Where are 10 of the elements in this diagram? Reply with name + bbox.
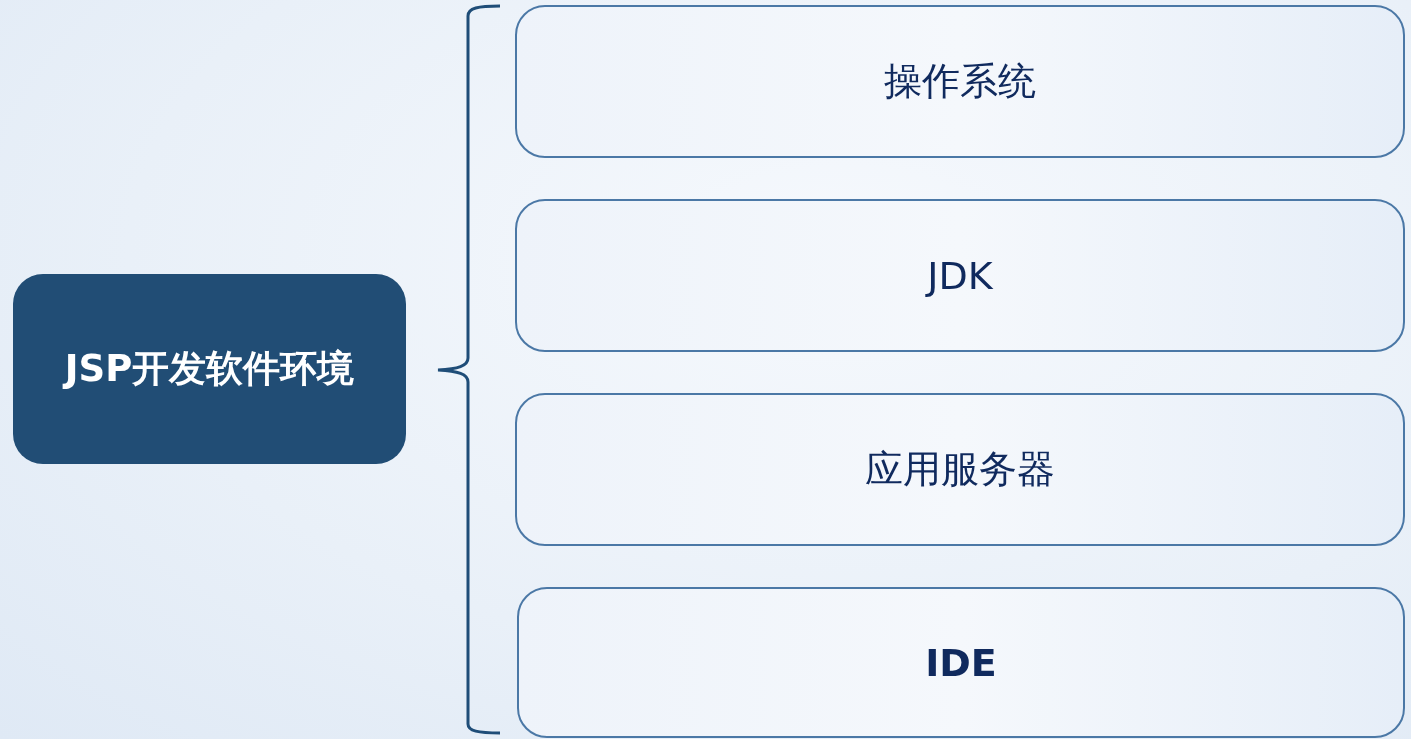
label-text: JDK (927, 253, 993, 298)
item-box (515, 5, 1405, 158)
item-box (515, 393, 1405, 546)
topic-box (13, 274, 406, 464)
label-text: IDE (925, 640, 997, 685)
label-text: JSP开发软件环境 (64, 346, 355, 392)
item-box (517, 587, 1405, 738)
label-text: 应用服务器 (865, 446, 1055, 493)
item-box (515, 199, 1405, 352)
label-text: 操作系统 (884, 58, 1036, 105)
